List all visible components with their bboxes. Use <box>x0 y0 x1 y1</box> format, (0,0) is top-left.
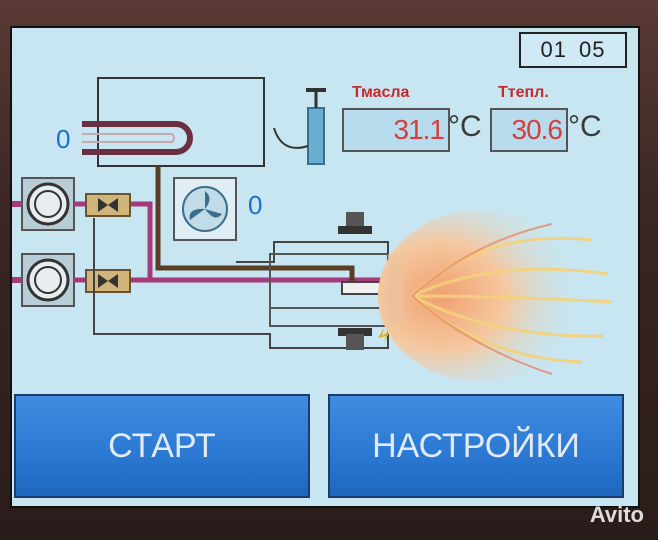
burner-body <box>93 218 389 349</box>
heater-state-value: 0 <box>56 124 71 154</box>
start-button[interactable]: СТАРТ <box>14 394 310 498</box>
bolt-top-icon <box>338 212 372 234</box>
valve-bottom-icon <box>85 269 131 293</box>
flame-icon <box>378 210 613 382</box>
coolant-temp-label: Ттепл. <box>498 84 549 101</box>
coolant-temp-value: 30.6 <box>490 108 568 152</box>
bolt-bottom-icon <box>338 328 372 350</box>
heater-element <box>82 121 193 155</box>
nozzle <box>341 281 381 295</box>
spark-icon <box>378 328 390 344</box>
oil-temp-unit: °C <box>448 110 482 143</box>
clock-minutes: 05 <box>579 37 606 62</box>
pump-icon <box>273 88 326 165</box>
avito-watermark: Avito <box>589 502 644 527</box>
pump-ring-bottom-icon <box>21 253 75 307</box>
clock-display: 01 05 <box>519 32 627 68</box>
oil-temp-label: Тмасла <box>352 84 410 101</box>
pump-ring-top-icon <box>21 177 75 231</box>
fan-icon <box>173 177 237 241</box>
valve-top-icon <box>85 193 131 217</box>
oil-line <box>155 166 355 288</box>
settings-button[interactable]: НАСТРОЙКИ <box>328 394 624 498</box>
clock-hours: 01 <box>540 37 567 62</box>
oil-temp-value: 31.1 <box>342 108 450 152</box>
coolant-temp-unit: °C <box>568 110 602 143</box>
hmi-screen: 01 05 Тмасла 31.1 °C Ттепл. 30.6 °C 0 0 … <box>10 26 640 508</box>
burner-schematic <box>12 77 613 382</box>
fan-state-value: 0 <box>248 190 263 220</box>
